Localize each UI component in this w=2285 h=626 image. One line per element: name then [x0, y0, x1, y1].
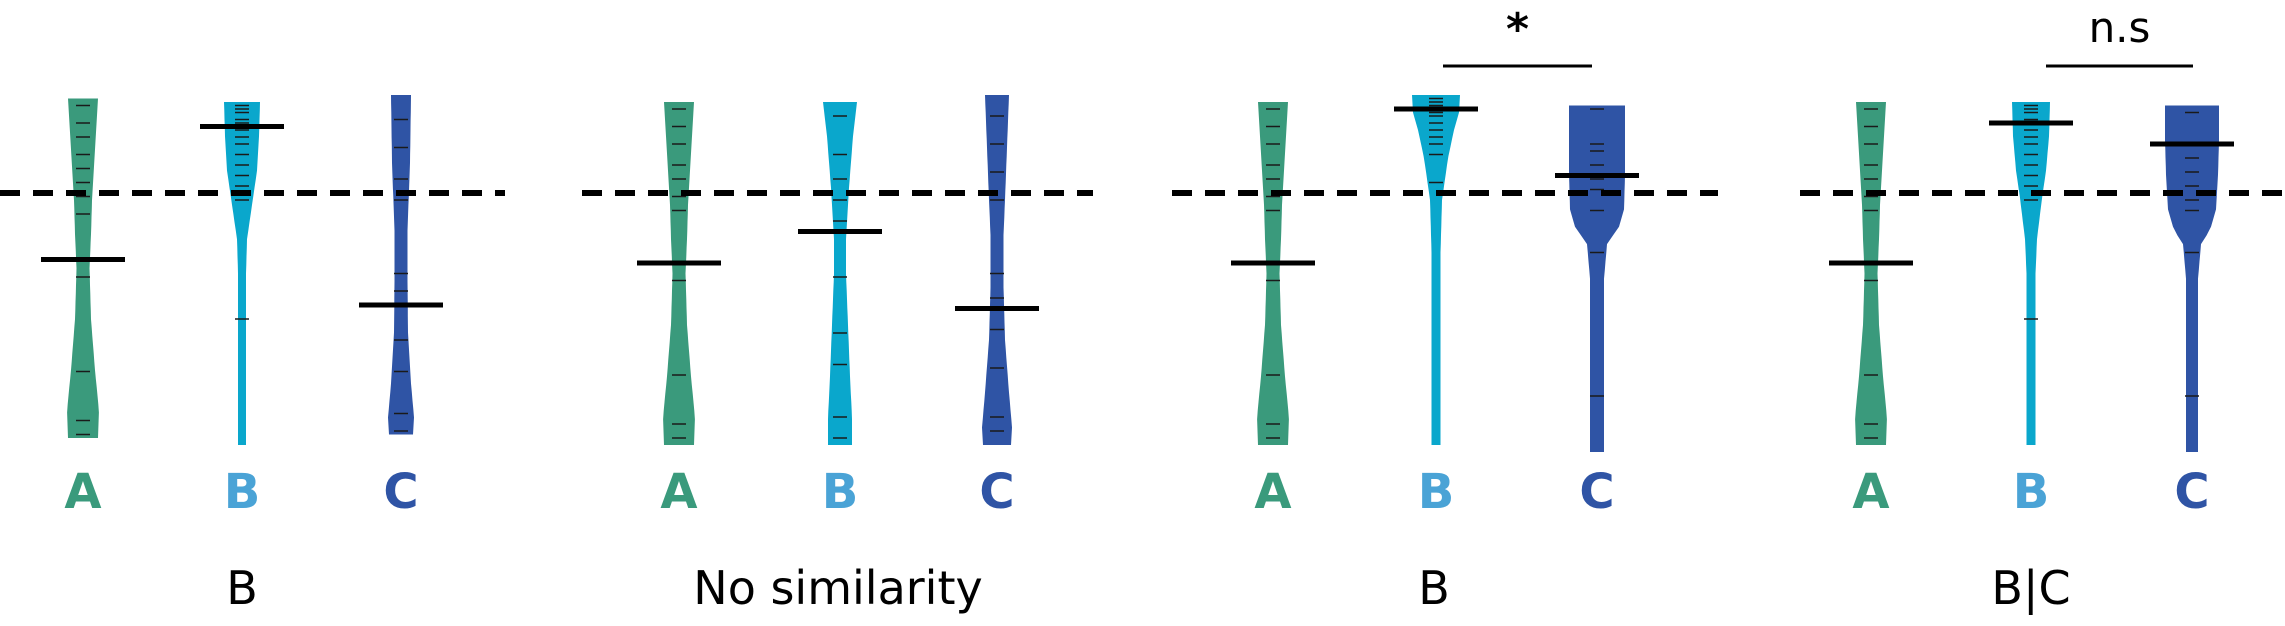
violin-B — [200, 102, 284, 445]
significance-label: n.s — [2089, 3, 2151, 52]
violin-A — [637, 102, 721, 445]
significance-label: * — [1506, 4, 1529, 55]
violin-body — [982, 95, 1012, 445]
category-label-C: C — [383, 464, 418, 520]
violin-body — [823, 102, 857, 445]
violin-A — [1829, 102, 1913, 445]
violin-B — [1989, 102, 2073, 445]
category-label-A: A — [1852, 464, 1889, 520]
violin-body — [1569, 105, 1625, 452]
category-label-A: A — [1254, 464, 1291, 520]
panel-title: B — [226, 561, 258, 615]
violin-body — [663, 102, 695, 445]
violin-B — [798, 102, 882, 445]
panel-3: A B C B * — [1172, 4, 1718, 615]
violin-B — [1394, 95, 1478, 445]
violin-C — [2150, 105, 2234, 452]
violin-body — [388, 95, 414, 435]
category-label-A: A — [64, 464, 101, 520]
category-label-A: A — [660, 464, 697, 520]
violin-body — [2012, 102, 2050, 445]
violin-C — [359, 95, 443, 435]
violin-body — [224, 102, 260, 445]
panel-title: No similarity — [693, 561, 982, 615]
category-label-C: C — [979, 464, 1014, 520]
category-label-B: B — [822, 464, 859, 520]
panel-title: B — [1418, 561, 1450, 615]
category-label-B: B — [1418, 464, 1455, 520]
violin-A — [41, 98, 125, 438]
category-label-C: C — [1579, 464, 1614, 520]
violin-C — [955, 95, 1039, 445]
violin-body — [1855, 102, 1887, 445]
violin-A — [1231, 102, 1315, 445]
panel-1: A B C B — [0, 95, 505, 615]
violin-body — [1257, 102, 1289, 445]
violin-body — [67, 98, 99, 438]
panel-title: B|C — [1991, 561, 2070, 616]
violin-body — [1412, 95, 1460, 445]
panel-2: A B C No similarity — [582, 95, 1093, 615]
violin-C — [1555, 105, 1639, 452]
category-label-C: C — [2174, 464, 2209, 520]
panel-4: A B C B|C n.s — [1800, 3, 2285, 616]
category-label-B: B — [2013, 464, 2050, 520]
category-label-B: B — [224, 464, 261, 520]
